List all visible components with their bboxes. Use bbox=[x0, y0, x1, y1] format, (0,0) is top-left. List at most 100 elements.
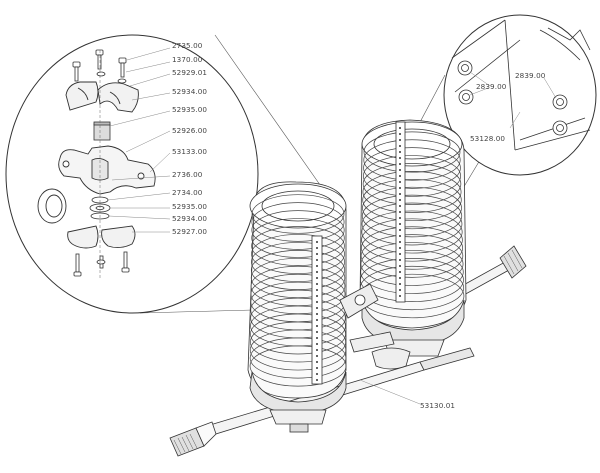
detail-circle-right bbox=[443, 14, 597, 176]
strip-hole bbox=[316, 301, 318, 303]
strip-hole bbox=[399, 271, 401, 273]
cage-ring bbox=[362, 186, 462, 230]
left-knob bbox=[169, 421, 217, 457]
cage-ring bbox=[251, 194, 345, 234]
callout-2734-00: 2734.00 bbox=[172, 188, 203, 197]
strip-hole bbox=[399, 247, 401, 249]
strip-hole bbox=[399, 223, 401, 225]
strip-hole bbox=[399, 295, 401, 297]
link-bracket bbox=[339, 283, 411, 370]
ring bbox=[37, 188, 67, 224]
cage-ring bbox=[251, 202, 345, 242]
main-part-leader bbox=[359, 379, 421, 405]
cage-ring bbox=[359, 265, 465, 311]
cage-ring bbox=[250, 257, 346, 299]
cage-ring bbox=[362, 155, 462, 197]
strip-hole bbox=[316, 253, 318, 255]
strip-hole bbox=[399, 169, 401, 171]
strip-hole bbox=[316, 271, 318, 273]
left-cage bbox=[247, 181, 347, 433]
cage-ring bbox=[251, 218, 345, 258]
cage-ring bbox=[361, 218, 463, 262]
callout-52929-01: 52929.01 bbox=[172, 68, 208, 77]
cage-ring bbox=[251, 242, 345, 282]
strip-hole bbox=[399, 277, 401, 279]
strip-hole bbox=[316, 355, 318, 357]
strip-hole bbox=[399, 217, 401, 219]
screw-set-bottom bbox=[73, 251, 130, 277]
bolt-heads bbox=[457, 60, 568, 136]
strip-hole bbox=[316, 349, 318, 351]
strip-hole bbox=[399, 163, 401, 165]
cage-ring bbox=[363, 139, 461, 181]
strip-hole bbox=[316, 289, 318, 291]
strip-hole bbox=[399, 187, 401, 189]
screw-set-top bbox=[72, 49, 127, 84]
cage-ring bbox=[250, 313, 346, 355]
callout-53133-00: 53133.00 bbox=[172, 147, 208, 156]
strip-hole bbox=[399, 289, 401, 291]
cage-ring bbox=[360, 250, 464, 294]
center-body bbox=[58, 145, 156, 195]
cage-ring bbox=[249, 321, 347, 363]
strip-hole bbox=[399, 193, 401, 195]
strip-hole bbox=[399, 241, 401, 243]
cage-ring bbox=[251, 226, 345, 266]
cage-ring bbox=[251, 234, 345, 274]
cage-ring bbox=[362, 163, 462, 205]
strip-hole bbox=[316, 325, 318, 327]
strip-hole bbox=[399, 151, 401, 153]
cage-ring bbox=[363, 147, 461, 189]
strip-hole bbox=[399, 265, 401, 267]
callout-52934-00-lower: 52934.00 bbox=[172, 214, 208, 223]
cage-ring bbox=[250, 265, 346, 307]
lower-rod bbox=[199, 347, 475, 438]
cage-ring bbox=[362, 171, 462, 213]
cage-ring bbox=[249, 337, 347, 379]
strip-hole bbox=[399, 175, 401, 177]
strip-hole bbox=[399, 211, 401, 213]
clamp-lower bbox=[67, 225, 136, 249]
cage-ring bbox=[249, 329, 347, 371]
callout-52935-00-upper: 52935.00 bbox=[172, 105, 208, 114]
strip-hole bbox=[399, 181, 401, 183]
cage-ring bbox=[250, 250, 346, 290]
strip-hole bbox=[399, 133, 401, 135]
cage-ring bbox=[361, 210, 463, 254]
callout-52935-00-lower: 52935.00 bbox=[172, 202, 208, 211]
callout-52926-00: 52926.00 bbox=[172, 126, 208, 135]
cage-ring bbox=[361, 194, 463, 238]
callout-2735-00: 2735.00 bbox=[172, 41, 203, 50]
callout-1370-00: 1370.00 bbox=[172, 55, 203, 64]
strip-hole bbox=[399, 127, 401, 129]
callout-52934-00-upper: 52934.00 bbox=[172, 87, 208, 96]
main-assembly bbox=[169, 119, 527, 457]
cage-ring bbox=[361, 226, 463, 270]
strip-hole bbox=[316, 241, 318, 243]
callout-2839-00-right: 2839.00 bbox=[515, 71, 546, 80]
strip-hole bbox=[316, 319, 318, 321]
right-knob bbox=[499, 245, 527, 279]
detail-circle-left bbox=[5, 34, 259, 314]
strip-hole bbox=[399, 199, 401, 201]
cage-ring bbox=[361, 202, 463, 246]
strip-hole bbox=[399, 157, 401, 159]
strip-hole bbox=[399, 205, 401, 207]
strip-hole bbox=[316, 361, 318, 363]
cage-ring bbox=[360, 242, 464, 286]
cage-ring bbox=[362, 178, 462, 222]
strip-hole bbox=[316, 373, 318, 375]
strip-hole bbox=[316, 337, 318, 339]
strip-hole bbox=[316, 307, 318, 309]
left-leaders bbox=[107, 47, 171, 233]
left-cage-rings bbox=[249, 194, 347, 387]
strip-hole bbox=[316, 247, 318, 249]
cage-ring bbox=[251, 210, 345, 250]
callout-53128-00: 53128.00 bbox=[470, 134, 506, 143]
strip-hole bbox=[316, 343, 318, 345]
spacer-block bbox=[93, 121, 111, 141]
strip-hole bbox=[399, 145, 401, 147]
cage-ring bbox=[360, 234, 464, 278]
